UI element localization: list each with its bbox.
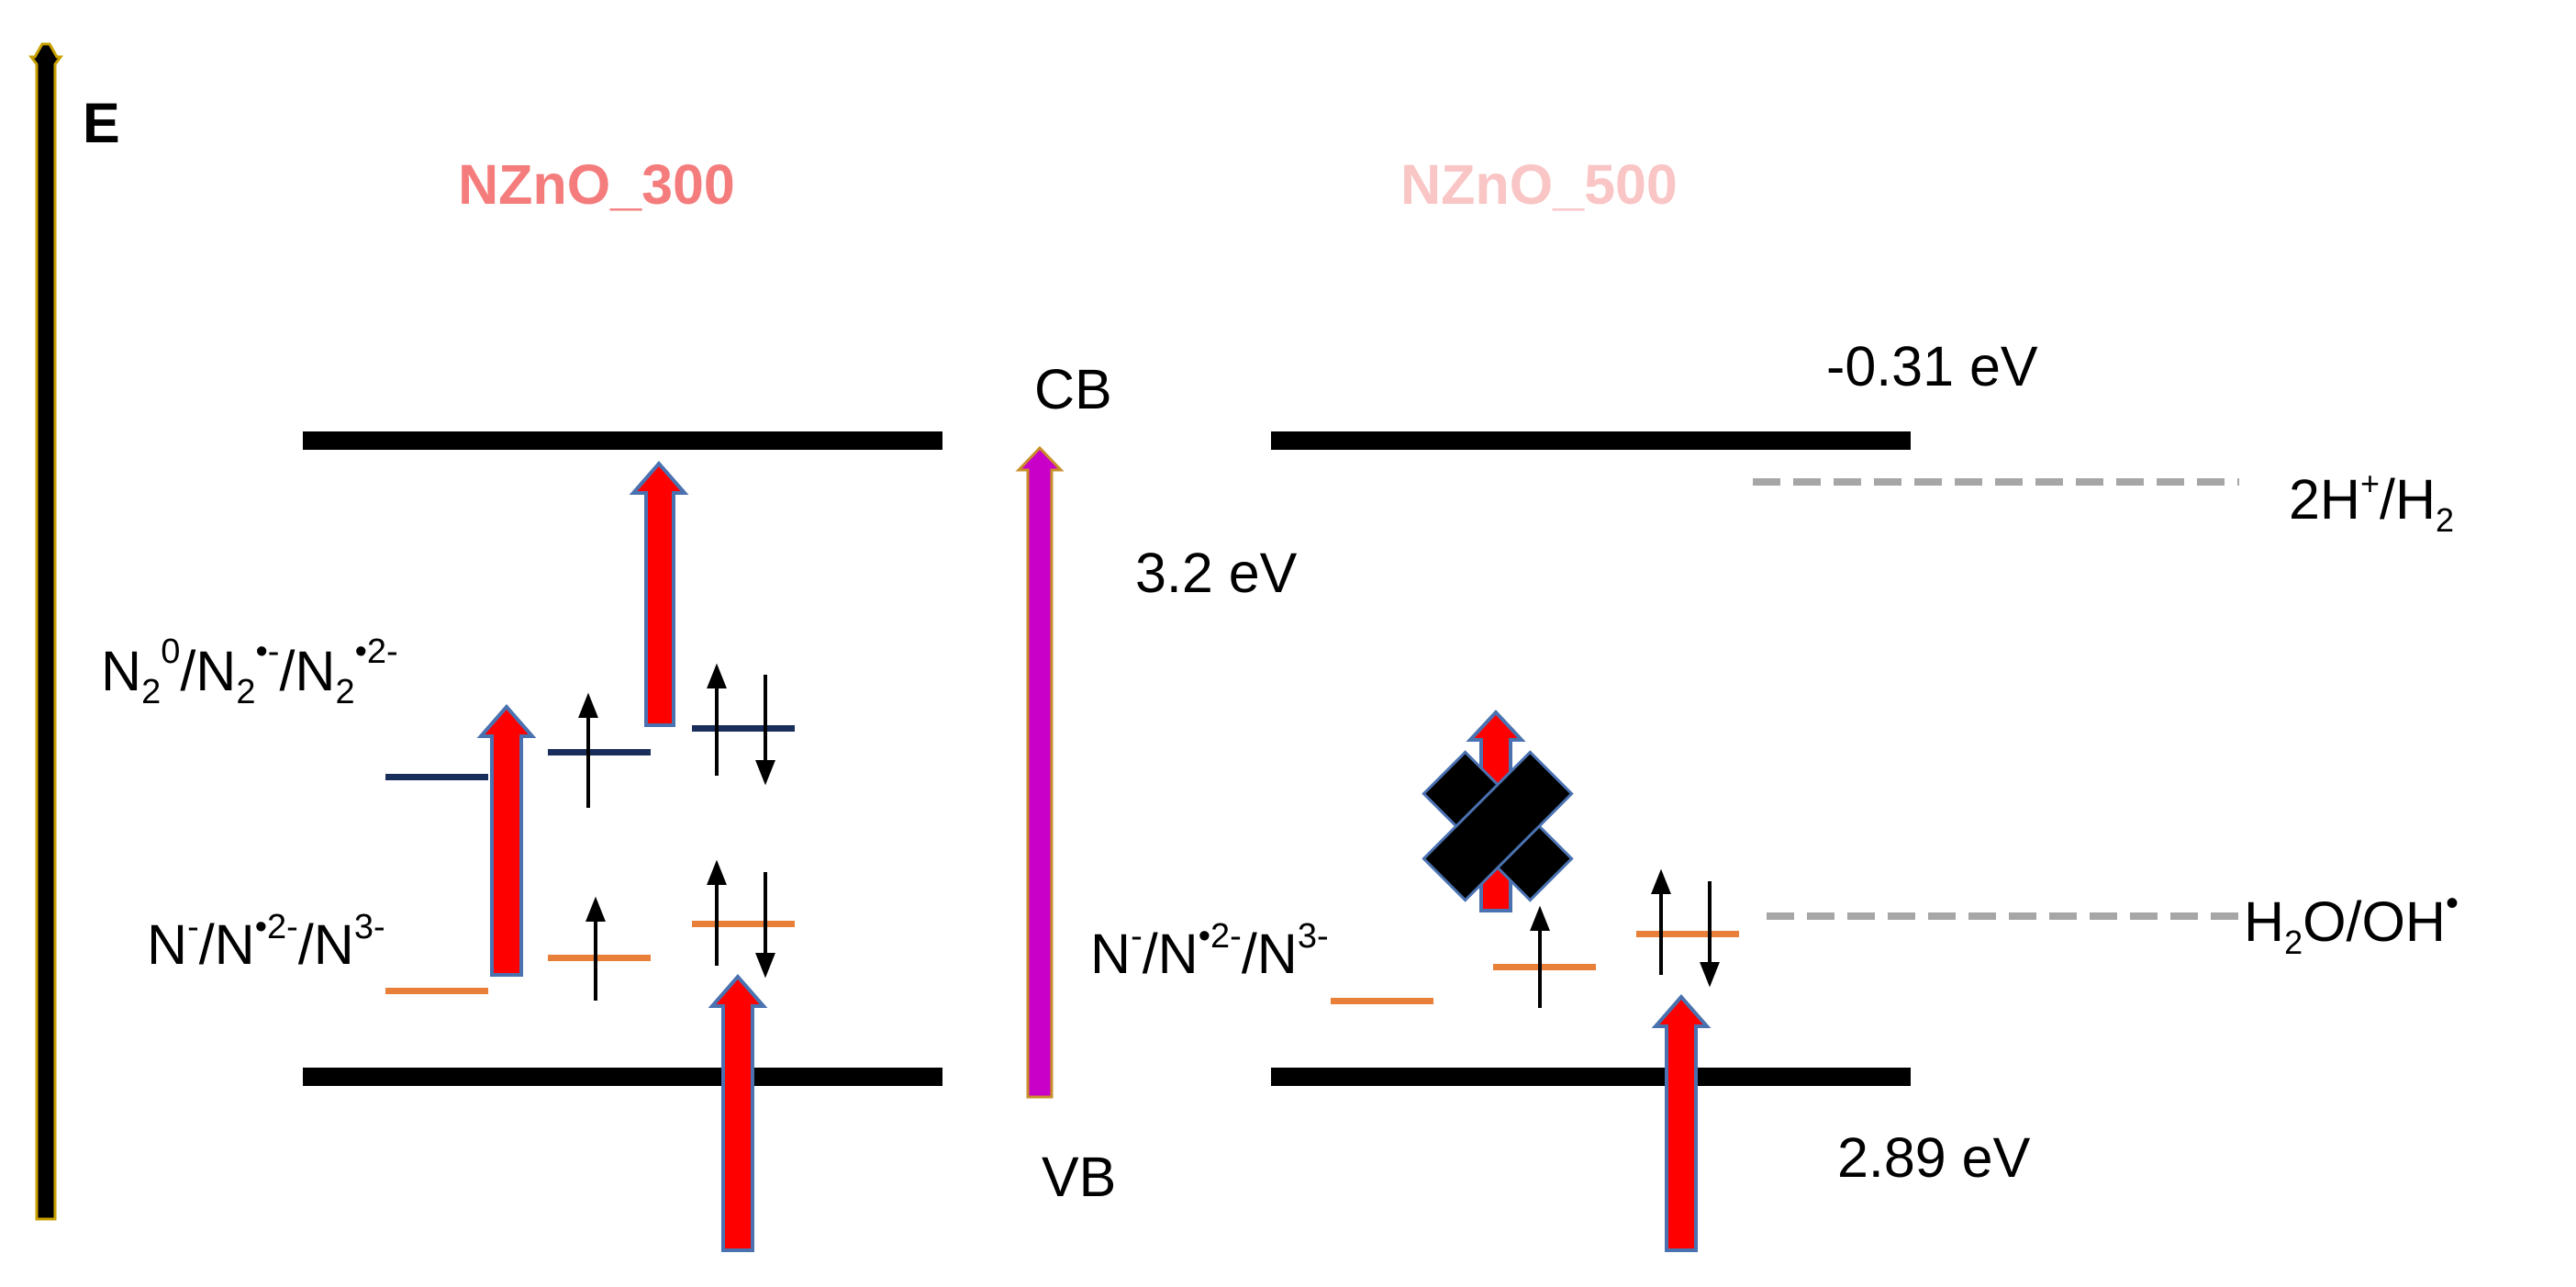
n2-level-single — [548, 749, 651, 755]
energy-axis: E — [28, 42, 120, 1221]
cb-value-label: -0.31 eV — [1826, 335, 2038, 397]
excitation-arrows-left — [476, 460, 768, 1252]
band-gap-label: 3.2 eV — [1135, 542, 1298, 604]
excitation-arrow-vb-to-n — [708, 973, 768, 1252]
h2-redox-label: 2H+/H2 — [2289, 464, 2454, 539]
n2-level-label: N20/N2•-/N2•2- — [101, 632, 398, 711]
excitation-arrow-n2-to-cb — [629, 460, 689, 727]
oh-redox-label: H2O/OH• — [2244, 883, 2459, 961]
excitation-arrow-vb-to-n-right — [1651, 993, 1712, 1252]
vb-line-right — [1271, 1068, 1911, 1086]
blocked-cross-icon — [1422, 750, 1574, 902]
n-level-right-single — [1493, 964, 1596, 970]
n-level-right-empty — [1331, 998, 1433, 1004]
panel-title-right: NZnO_500 — [1400, 153, 1678, 216]
n-level-label-right: N-/N•2-/N3- — [1090, 917, 1329, 985]
cb-line-left — [303, 431, 942, 450]
vb-label: VB — [1042, 1146, 1116, 1208]
n-level-left-double — [692, 921, 795, 927]
n-level-left-single — [548, 955, 651, 961]
n2-level-empty — [385, 774, 488, 780]
panel-title-left: NZnO_300 — [458, 153, 735, 216]
band-gap-arrow — [1015, 445, 1065, 1099]
cb-line-right — [1271, 431, 1911, 450]
spin-arrows-left — [578, 663, 775, 1001]
n-level-right-double — [1636, 931, 1739, 937]
n-level-label-left: N-/N•2-/N3- — [147, 908, 385, 976]
energy-axis-arrow — [28, 42, 63, 1221]
spin-arrows-right — [1530, 868, 1720, 1008]
vb-value-label: 2.89 eV — [1837, 1126, 2031, 1189]
cb-label: CB — [1034, 358, 1112, 420]
excitation-arrow-n-to-n2 — [476, 703, 537, 977]
vb-line-left — [303, 1068, 942, 1086]
n2-level-double — [692, 725, 795, 732]
energy-axis-label: E — [83, 92, 120, 154]
n-level-left-empty — [385, 988, 488, 994]
